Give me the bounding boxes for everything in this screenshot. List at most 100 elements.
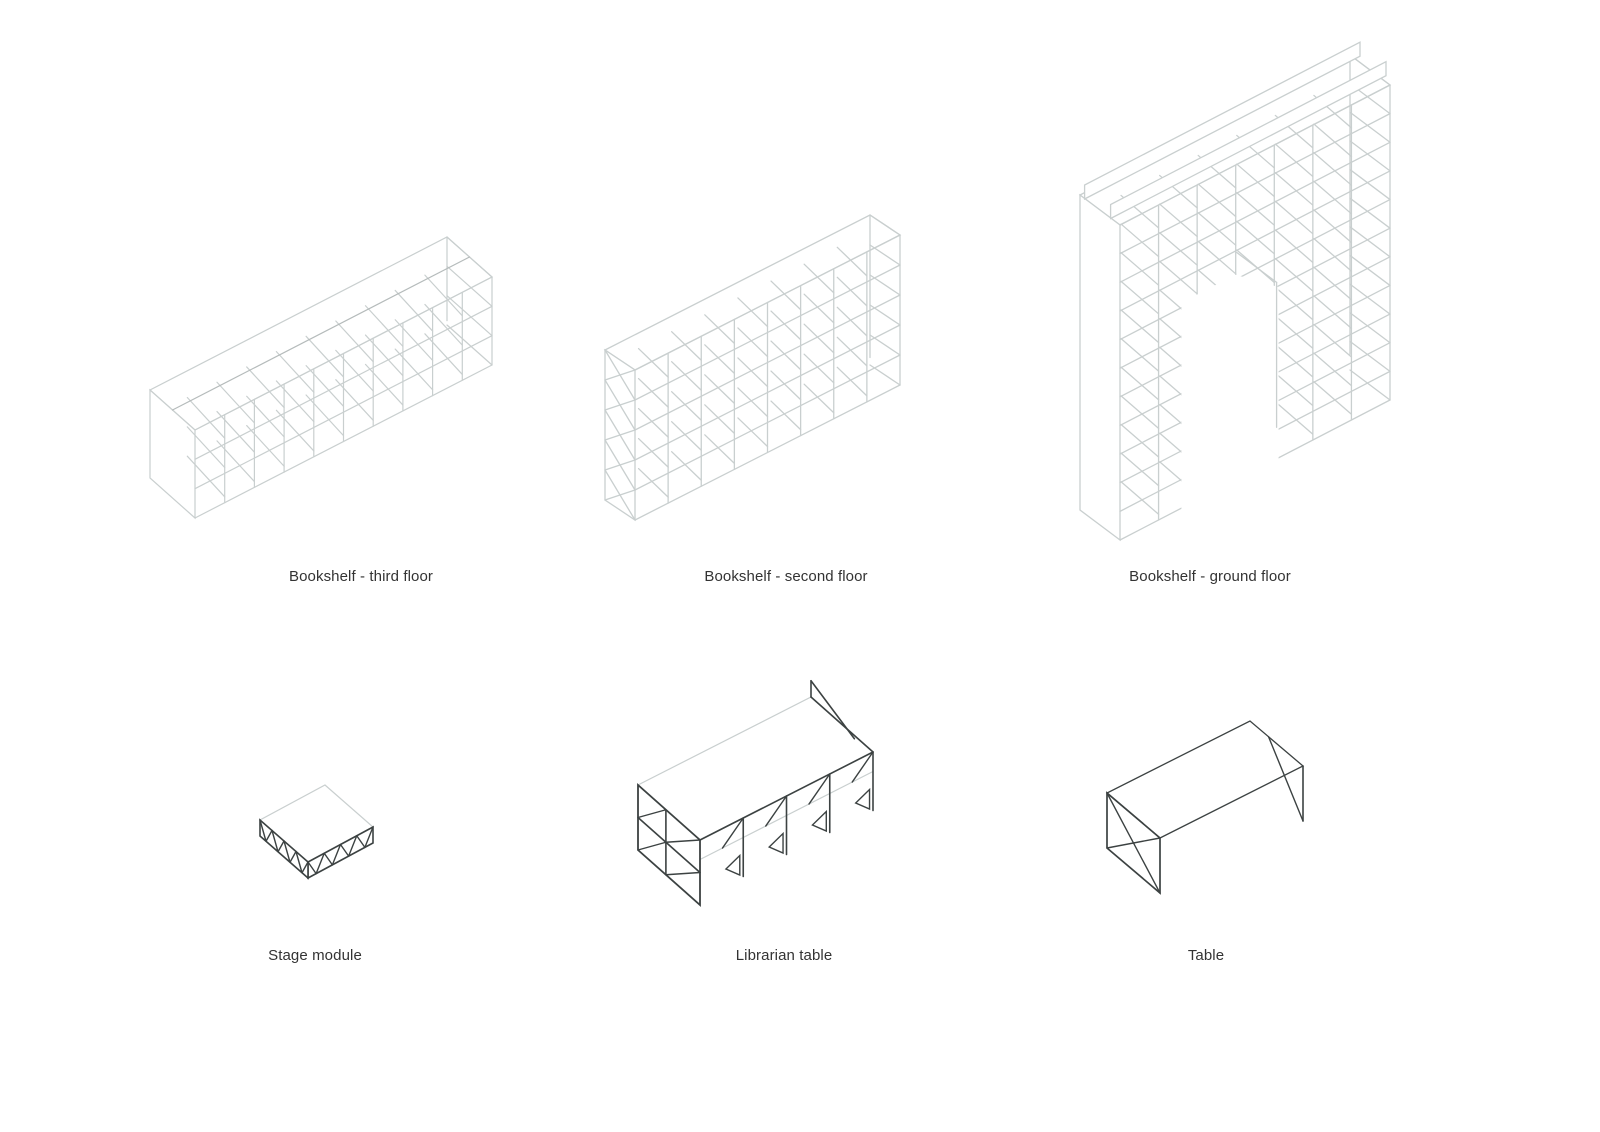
- shelf-edge: [869, 214, 901, 236]
- brace: [637, 437, 669, 468]
- caption-stage-module: Stage module: [268, 947, 362, 964]
- brace: [737, 297, 769, 328]
- truss-member: [315, 852, 325, 875]
- leg-brace: [767, 831, 784, 855]
- end-brace: [637, 809, 667, 819]
- brace: [424, 274, 463, 317]
- leg-brace: [724, 853, 741, 877]
- brace: [364, 363, 404, 406]
- brace: [1313, 381, 1353, 415]
- truss-member: [331, 843, 342, 866]
- shelf-edge: [1349, 140, 1391, 172]
- brace: [671, 331, 702, 361]
- shelf-edge: [1349, 283, 1391, 315]
- truss-member: [265, 829, 273, 842]
- brace: [216, 410, 255, 453]
- shelf-edge: [1119, 141, 1391, 283]
- brace: [671, 451, 702, 481]
- brace: [704, 374, 736, 405]
- side-panel: [1079, 193, 1121, 542]
- brace: [305, 365, 345, 407]
- brace: [275, 409, 315, 452]
- shelf-edge: [1349, 226, 1391, 258]
- brace: [424, 333, 463, 376]
- brace: [1274, 372, 1314, 407]
- side-brace: [604, 489, 636, 501]
- shelf-edge: [1119, 198, 1391, 341]
- brace: [246, 366, 285, 409]
- stage-module-drawing: [258, 784, 375, 880]
- brace: [1274, 200, 1314, 235]
- brace: [1197, 212, 1237, 246]
- brace: [637, 377, 669, 408]
- table-drawing: [1105, 720, 1305, 895]
- brace: [737, 327, 769, 358]
- brace: [637, 467, 669, 498]
- brace: [1120, 337, 1160, 372]
- table-top: [636, 696, 875, 841]
- brace: [1158, 232, 1198, 266]
- end-brace: [637, 841, 667, 851]
- brace: [335, 349, 374, 392]
- truss-member: [307, 861, 317, 875]
- brace: [770, 310, 802, 341]
- brace: [1313, 237, 1353, 272]
- brace: [770, 280, 802, 311]
- shelf-edge: [1349, 111, 1391, 143]
- brace: [305, 394, 345, 437]
- caption-bookshelf-second-floor: Bookshelf - second floor: [704, 568, 868, 585]
- truss-member: [301, 861, 309, 874]
- brace: [737, 417, 769, 448]
- brace: [770, 370, 802, 401]
- end-brace: [665, 839, 701, 843]
- bookshelf-second-floor-drawing: [603, 214, 902, 522]
- brace: [335, 320, 374, 363]
- brace: [1120, 452, 1160, 487]
- brace: [704, 344, 736, 375]
- leg-brace: [851, 751, 874, 783]
- caption-table: Table: [1187, 947, 1225, 964]
- shelf-edge: [1349, 340, 1391, 373]
- caption-bookshelf-ground-floor: Bookshelf - ground floor: [1129, 568, 1291, 585]
- brace: [1120, 252, 1160, 286]
- brace: [305, 335, 345, 378]
- brace: [1313, 352, 1353, 387]
- brace: [1120, 280, 1160, 315]
- brace: [216, 381, 255, 424]
- truss-member: [364, 826, 374, 849]
- leg-brace: [808, 773, 831, 805]
- top-joint: [171, 256, 471, 411]
- brace: [1236, 220, 1275, 255]
- truss-member: [271, 829, 279, 853]
- brace: [275, 351, 315, 393]
- brace: [1120, 481, 1160, 515]
- leg-brace: [811, 809, 827, 833]
- brace: [1197, 240, 1237, 275]
- leg-brace: [721, 817, 744, 849]
- brace: [186, 426, 226, 469]
- brace: [1274, 315, 1314, 350]
- brace: [1313, 323, 1353, 358]
- brace: [394, 319, 434, 361]
- brace: [770, 400, 802, 431]
- bookshelf-ground-floor-drawing: [1078, 41, 1392, 542]
- brace: [803, 383, 835, 414]
- truss-member: [339, 843, 350, 857]
- caption-librarian-table: Librarian table: [735, 947, 833, 964]
- end-rail: [637, 816, 701, 874]
- brace: [1236, 192, 1275, 226]
- brace: [671, 391, 702, 421]
- brace: [1120, 223, 1160, 258]
- brace: [216, 440, 255, 483]
- brace: [836, 366, 868, 397]
- truss-member: [356, 835, 366, 849]
- top-edge: [810, 696, 874, 753]
- brace: [424, 303, 463, 346]
- shelf-edge: [1349, 369, 1391, 401]
- brace: [803, 293, 835, 324]
- shelf-edge: [1349, 168, 1391, 201]
- brace: [803, 353, 835, 384]
- brace: [1120, 366, 1160, 401]
- brace: [704, 434, 736, 465]
- brace: [671, 421, 702, 451]
